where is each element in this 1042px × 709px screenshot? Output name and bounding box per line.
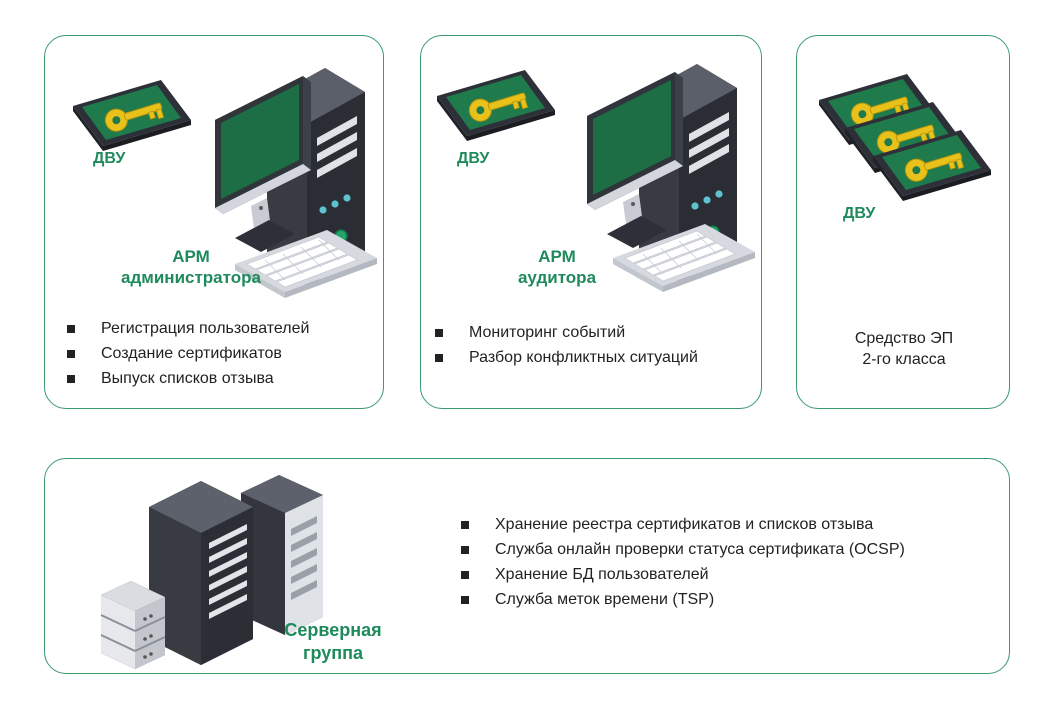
auditor-station-line2: аудитора [517, 268, 597, 288]
list-item: Регистрация пользователей [65, 316, 309, 341]
crypto-caption-line2: 2-го класса [862, 351, 946, 368]
admin-task-list: Регистрация пользователей Создание серти… [65, 316, 309, 391]
admin-token-label: ДВУ [93, 150, 126, 167]
list-item: Мониторинг событий [433, 320, 698, 345]
admin-station-line2: администратора [121, 268, 261, 288]
server-rack-icon [100, 475, 323, 669]
keyboard-icon [612, 223, 756, 293]
list-item: Служба меток времени (TSP) [459, 587, 905, 612]
auditor-panel: ДВУ АРМ аудитора Мониторинг событий Разб… [420, 35, 762, 409]
auditor-task-list: Мониторинг событий Разбор конфликтных си… [433, 320, 698, 370]
crypto-panel: ДВУ Средство ЭП 2-го класса [796, 35, 1010, 409]
admin-panel: ДВУ АРМ администратора Регистрация польз… [44, 35, 384, 409]
server-group-label: Серверная группа [273, 619, 393, 664]
token-key-icon [872, 129, 992, 202]
token-key-icon [436, 69, 556, 142]
list-item: Разбор конфликтных ситуаций [433, 345, 698, 370]
admin-station-label: АРМ администратора [121, 246, 261, 289]
auditor-station-line1: АРМ [538, 247, 576, 266]
server-service-list: Хранение реестра сертификатов и списков … [459, 512, 905, 612]
list-item: Создание сертификатов [65, 341, 309, 366]
auditor-station-label: АРМ аудитора [507, 246, 607, 289]
server-panel: Серверная группа Хранение реестра сертиф… [44, 458, 1010, 674]
list-item: Хранение реестра сертификатов и списков … [459, 512, 905, 537]
crypto-caption: Средство ЭП 2-го класса [797, 328, 1011, 370]
token-key-icon [72, 79, 192, 152]
crypto-caption-line1: Средство ЭП [854, 330, 954, 347]
admin-station-line1: АРМ [172, 247, 210, 266]
list-item: Выпуск списков отзыва [65, 366, 309, 391]
list-item: Хранение БД пользователей [459, 562, 905, 587]
list-item: Служба онлайн проверки статуса сертифика… [459, 537, 905, 562]
server-label-line1: Серверная [284, 620, 382, 640]
server-label-line2: группа [302, 642, 364, 663]
crypto-token-label: ДВУ [843, 205, 876, 222]
auditor-token-label: ДВУ [457, 150, 490, 167]
